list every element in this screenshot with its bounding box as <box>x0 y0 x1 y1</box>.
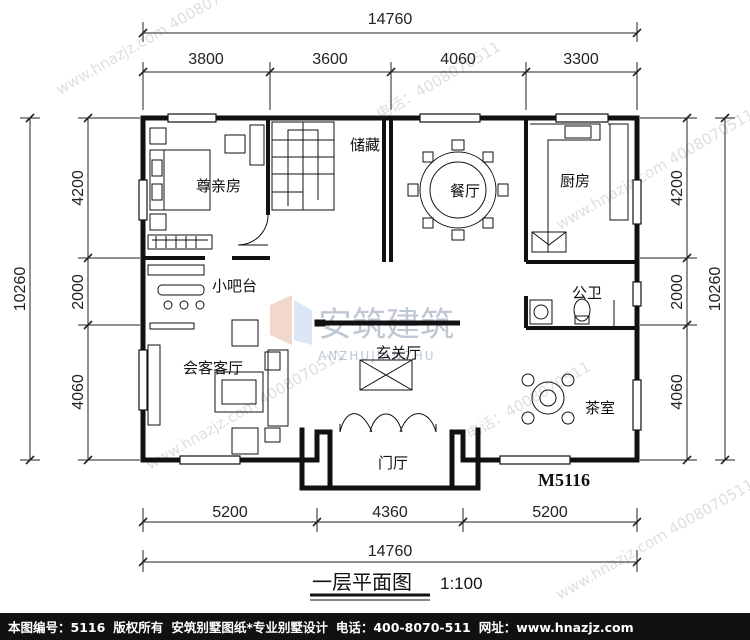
dim-left-3: 4060 <box>70 374 87 410</box>
dim-left-2: 2000 <box>70 274 87 310</box>
dim-top-total: 14760 <box>368 11 413 28</box>
footer-website[interactable]: 网址：www.hnazjz.com <box>478 620 634 635</box>
room-storage: 储藏 <box>350 136 380 154</box>
floor-plan-drawing: www.hnazjz.com 4008070511 电话：4008070511 … <box>12 0 750 603</box>
svg-text:www.hnazjz.com 4008070511: www.hnazjz.com 4008070511 <box>53 0 257 98</box>
dim-top-3: 4060 <box>440 51 476 68</box>
dim-top-1: 3800 <box>188 51 224 68</box>
dim-bottom-3: 5200 <box>532 504 568 521</box>
bar-counter <box>147 264 205 330</box>
footer-bar: 本图编号：5116 版权所有 安筑别墅图纸*专业别墅设计 电话：400-8070… <box>0 613 750 640</box>
tea-table <box>521 373 575 425</box>
dim-right-total: 10260 <box>707 267 724 312</box>
svg-text:电话：4008070511: 电话：4008070511 <box>373 38 504 124</box>
bathroom-fixtures <box>529 298 615 326</box>
footer-phone: 电话：400-8070-511 <box>335 620 471 635</box>
dim-right-1: 4200 <box>669 170 686 206</box>
bedroom-door-swing <box>237 214 269 246</box>
room-master-bedroom: 尊亲房 <box>196 177 241 195</box>
room-bathroom: 公卫 <box>572 284 602 302</box>
plan-code: M5116 <box>538 470 590 490</box>
bed <box>149 124 265 231</box>
plan-scale: 1:100 <box>440 574 483 593</box>
dim-bottom-total: 14760 <box>368 543 413 560</box>
dim-top-2: 3600 <box>312 51 348 68</box>
dim-left-total: 10260 <box>12 267 29 312</box>
dimension-ticks <box>25 28 730 567</box>
room-entrance: 门厅 <box>378 454 408 472</box>
footer-slogan: 安筑别墅图纸*专业别墅设计 <box>171 620 328 635</box>
dining-table <box>407 139 509 241</box>
room-living: 会客客厅 <box>183 359 243 377</box>
dim-right-2: 2000 <box>669 274 686 310</box>
footer-rights: 版权所有 <box>113 620 164 635</box>
foyer-features <box>314 319 460 433</box>
room-foyer: 玄关厅 <box>376 344 421 362</box>
wardrobe <box>147 234 213 250</box>
dim-bottom-2: 4360 <box>372 504 408 521</box>
dim-top-4: 3300 <box>563 51 599 68</box>
plan-title: 一层平面图 <box>312 570 412 594</box>
room-kitchen: 厨房 <box>560 172 590 190</box>
room-tea: 茶室 <box>585 399 615 417</box>
brand-logo-watermark: 安筑建筑 ANZHUJIANZHU <box>270 295 454 363</box>
room-dining: 餐厅 <box>450 182 480 200</box>
living-room-furniture <box>147 319 289 455</box>
svg-text:www.hnazjz.com 4008070511: www.hnazjz.com 4008070511 <box>553 475 750 603</box>
kitchen-counter <box>530 123 629 253</box>
entrance-door <box>339 424 437 432</box>
room-bar: 小吧台 <box>212 277 257 295</box>
staircase <box>271 121 335 211</box>
dim-left-1: 4200 <box>70 170 87 206</box>
windows <box>138 113 642 465</box>
dim-right-3: 4060 <box>669 374 686 410</box>
interior-walls <box>143 118 637 330</box>
footer-plan-number: 本图编号：5116 <box>8 620 106 635</box>
svg-text:电话：4008070511: 电话：4008070511 <box>463 358 594 444</box>
dim-bottom-1: 5200 <box>212 504 248 521</box>
